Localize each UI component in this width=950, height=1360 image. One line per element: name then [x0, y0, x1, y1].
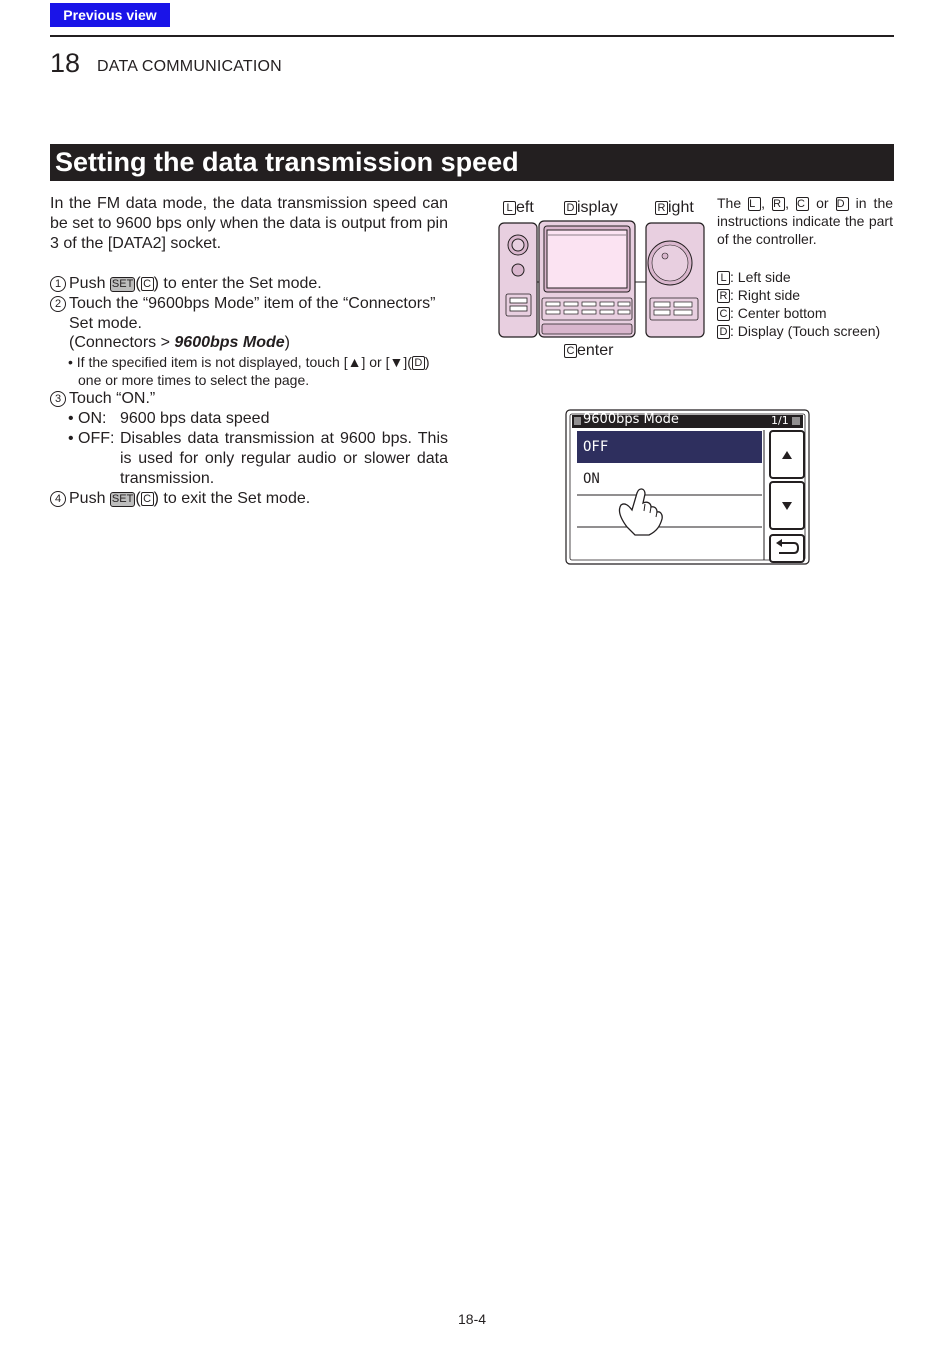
step-number: 3 [50, 391, 66, 407]
menu-option-on[interactable]: ON [583, 471, 600, 487]
menu-option-off[interactable]: OFF [583, 439, 609, 455]
previous-view-button[interactable]: Previous view [50, 3, 170, 27]
return-arrow-icon [776, 539, 800, 554]
step-2-path: (Connectors > 9600bps Mode) [69, 333, 290, 353]
control-d-icon: D [411, 356, 425, 370]
screen-title: 9600bps Mode [583, 412, 679, 427]
control-c-icon: C [140, 277, 154, 291]
legend-item: D: Display (Touch screen) [717, 322, 880, 340]
step-text: Touch “ON.” [69, 390, 156, 407]
note-text: or [809, 195, 836, 211]
on-label: • ON: [68, 410, 107, 427]
set-key-icon: SET [109, 492, 136, 507]
on-description: 9600 bps data speed [120, 410, 270, 427]
control-l-icon: L [748, 197, 762, 211]
screen-frame [565, 409, 810, 565]
controller-note: The L, R, C or D in the instructions ind… [717, 194, 893, 248]
legend-item: C: Center bottom [717, 304, 880, 322]
control-r-icon: R [772, 197, 786, 211]
control-c-icon: C [717, 307, 730, 321]
section-title-bar [50, 144, 894, 181]
down-triangle-icon [782, 502, 792, 510]
off-description-3: transmission. [120, 470, 215, 487]
radio-controller-illustration [498, 220, 705, 338]
off-description-2: is used for only regular audio or slower… [120, 450, 448, 467]
section-title: Setting the data transmission speed [55, 147, 519, 177]
legend-item: R: Right side [717, 286, 880, 304]
control-r-icon: R [655, 201, 668, 215]
off-description-1: Disables data transmission at 9600 bps. … [120, 430, 448, 447]
note-text: The [717, 195, 749, 211]
legend-text: : Center bottom [730, 305, 827, 321]
path-item: 9600bps Mode [174, 334, 285, 351]
step-text: Push [69, 490, 110, 507]
step-text: to enter the Set mode. [158, 275, 322, 292]
step-text: Touch the “9600bps Mode” item of the “Co… [69, 295, 436, 312]
chapter-number: 18 [50, 48, 81, 78]
control-c-icon: C [564, 344, 577, 358]
header-rule [50, 35, 894, 37]
page-number: 18-4 [458, 1311, 487, 1327]
label-text: isplay [577, 199, 618, 216]
control-d-icon: D [564, 201, 577, 215]
page-down-button[interactable] [769, 481, 805, 530]
off-label: • OFF: [68, 430, 115, 447]
up-triangle-icon [782, 451, 792, 459]
step-2-line2: Set mode. [69, 315, 142, 332]
step-2-note: • If the specified item is not displayed… [68, 353, 430, 371]
step-2-note-line2: one or more times to select the page. [78, 372, 310, 388]
controller-legend: L: Left side R: Right side C: Center bot… [717, 268, 880, 340]
label-text: eft [516, 199, 534, 216]
control-l-icon: L [503, 201, 516, 215]
note-text: ) [424, 354, 430, 370]
control-d-icon: D [717, 325, 730, 339]
step-text: Push [69, 275, 110, 292]
note-text: in the instructions indicate the part of… [717, 195, 894, 247]
step-text: to exit the Set mode. [158, 490, 311, 507]
path-prefix: (Connectors > [69, 334, 175, 351]
control-r-icon: R [717, 289, 730, 303]
step-number: 1 [50, 276, 66, 292]
label-text: enter [577, 342, 614, 359]
control-c-icon: C [796, 197, 810, 211]
control-l-icon: L [717, 271, 730, 285]
note-text: • If the specified item is not displayed… [68, 354, 412, 370]
step-number: 4 [50, 491, 66, 507]
back-button[interactable] [769, 534, 805, 563]
note-text: , [785, 195, 797, 211]
page-up-button[interactable] [769, 430, 805, 479]
step-number: 2 [50, 296, 66, 312]
legend-text: : Display (Touch screen) [730, 323, 881, 339]
set-key-icon: SET [109, 277, 136, 292]
legend-item: L: Left side [717, 268, 880, 286]
path-suffix: ) [284, 334, 290, 351]
legend-text: : Left side [730, 269, 791, 285]
chapter-title: DATA COMMUNICATION [97, 58, 282, 75]
note-text: , [761, 195, 773, 211]
screen-page-indicator: 1/1 [771, 414, 789, 427]
label-text: ight [668, 199, 694, 216]
control-c-icon: C [140, 492, 154, 506]
intro-paragraph: In the FM data mode, the data transmissi… [50, 195, 448, 252]
legend-text: : Right side [730, 287, 801, 303]
control-d-icon: D [835, 197, 849, 211]
